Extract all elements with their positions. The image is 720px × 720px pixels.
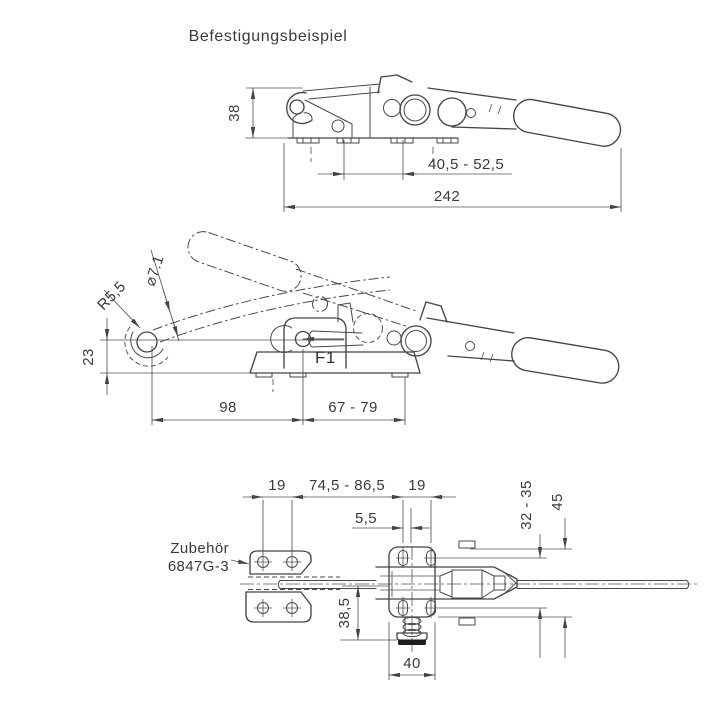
dim-height-text: 38 (226, 104, 243, 122)
dim-vertical-slot-range-text: 32 - 35 (518, 480, 535, 530)
accessory-label-line1: Zubehör (170, 540, 229, 557)
dim-slot-width: 5,5 (352, 508, 430, 543)
dim-total-length-text: 242 (434, 188, 460, 205)
u-bar-rod (277, 580, 690, 589)
center-marks (310, 147, 434, 162)
accessory-label-line2: 6847G-3 (168, 558, 229, 575)
dim-hole-pitch-right-text: 19 (408, 477, 426, 494)
clamp-base (249, 351, 421, 392)
pivot-boss (383, 94, 476, 127)
handle-closed (426, 317, 620, 384)
side-view-mounted: 38 40,5 - 52,5 242 (226, 74, 622, 212)
catch-bracket (292, 99, 353, 138)
label-hook-radius-text: R5,5 (94, 278, 129, 314)
spindle-housing (375, 540, 518, 626)
dim-total-length: 242 (283, 143, 622, 212)
dim-base-height: 45 (438, 493, 572, 658)
dim-hole-pitch-left-text: 19 (268, 477, 286, 494)
dim-slot-range-text: 40,5 - 52,5 (428, 156, 504, 173)
accessory-plates (245, 550, 340, 623)
dim-adjust-range-text: 67 - 79 (328, 399, 378, 416)
dim-slot-width-text: 5,5 (355, 510, 377, 527)
plan-view: Zubehör 6847G-3 (168, 477, 700, 680)
dim-vertical-slot-range: 32 - 35 (438, 480, 547, 658)
latch-hook (285, 91, 313, 125)
dim-hook-distance: 98 67 - 79 (151, 346, 406, 425)
dim-base-width: 40 (388, 622, 436, 680)
force-label: F1 (315, 348, 336, 367)
dim-length-range-text: 74,5 - 86,5 (309, 477, 385, 494)
base-plate (388, 546, 438, 618)
dim-center-to-foot: 38,5 (336, 585, 397, 641)
dim-chain-top: 19 74,5 - 86,5 19 (243, 477, 456, 553)
pivot-cluster (353, 301, 448, 357)
hook-catch (124, 326, 169, 367)
u-bar (302, 83, 381, 100)
side-view-action: R5,5 ⌀7.1 23 F1 98 (80, 231, 620, 425)
lever-plate (377, 74, 413, 94)
hook-boss (270, 302, 354, 369)
base-feet (296, 137, 459, 144)
force-arrow: F1 (302, 336, 345, 367)
label-hook-radius: R5,5 (94, 278, 141, 329)
dim-base-width-text: 40 (403, 655, 421, 672)
dim-center-to-foot-text: 38,5 (336, 598, 353, 629)
foot-pad (398, 640, 426, 645)
open-position (152, 231, 417, 343)
accessory-label: Zubehör 6847G-3 (168, 540, 250, 575)
handle (427, 87, 622, 147)
dim-hook-distance-text: 98 (219, 399, 237, 416)
dim-hook-height: 23 (80, 318, 250, 395)
dim-slot-range: 40,5 - 52,5 (318, 140, 512, 180)
plate-holes (254, 553, 301, 617)
label-bar-diameter-text: ⌀7.1 (142, 253, 168, 288)
drawing-title: Befestigungsbeispiel (189, 28, 348, 45)
dim-base-height-text: 45 (549, 493, 566, 511)
spring-foot (396, 616, 428, 645)
dim-height: 38 (226, 87, 303, 138)
dim-hook-height-text: 23 (80, 348, 97, 366)
